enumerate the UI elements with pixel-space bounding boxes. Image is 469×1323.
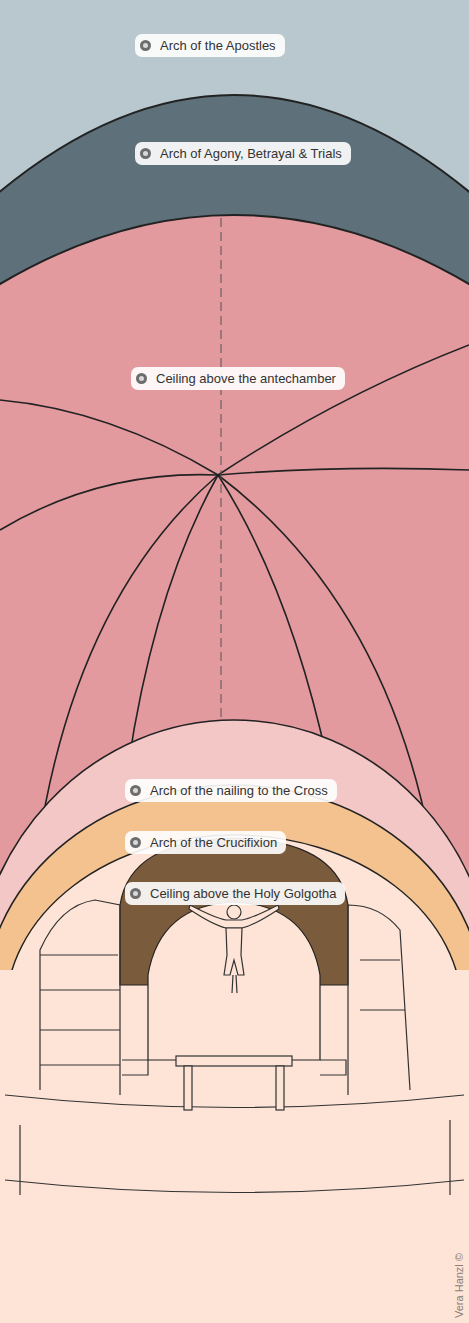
region-name: Ceiling above the antechamber xyxy=(156,370,336,387)
region-name: Arch of the Apostles xyxy=(160,37,276,54)
region-label: Arch of the Apostles xyxy=(135,34,285,57)
region-name: Ceiling above the Holy Golgotha xyxy=(150,885,336,902)
hotspot-icon xyxy=(140,40,151,51)
apse-arch xyxy=(148,902,320,1060)
watermark: Vera Hanzl © xyxy=(453,1253,465,1318)
altar xyxy=(176,1056,292,1110)
hotspot-icon xyxy=(130,837,141,848)
chapel-architecture xyxy=(5,900,464,1195)
region-label: Arch of Agony, Betrayal & Trials xyxy=(135,142,351,165)
hotspot-icon xyxy=(130,785,141,796)
region-name: Arch of Agony, Betrayal & Trials xyxy=(160,145,342,162)
region-label: Arch of the Crucifixion xyxy=(125,831,286,854)
hotspot-icon xyxy=(140,148,151,159)
agony-arch xyxy=(0,95,469,1323)
region-label: Arch of the nailing to the Cross xyxy=(125,779,337,802)
crucifix xyxy=(189,905,279,993)
region-name: Arch of the nailing to the Cross xyxy=(150,782,328,799)
hotspot-icon xyxy=(130,888,141,899)
region-label: Ceiling above the Holy Golgotha xyxy=(125,882,345,905)
region-label: Ceiling above the antechamber xyxy=(131,367,345,390)
hotspot-icon xyxy=(136,373,147,384)
region-name: Arch of the Crucifixion xyxy=(150,834,277,851)
center-axis xyxy=(221,218,222,718)
